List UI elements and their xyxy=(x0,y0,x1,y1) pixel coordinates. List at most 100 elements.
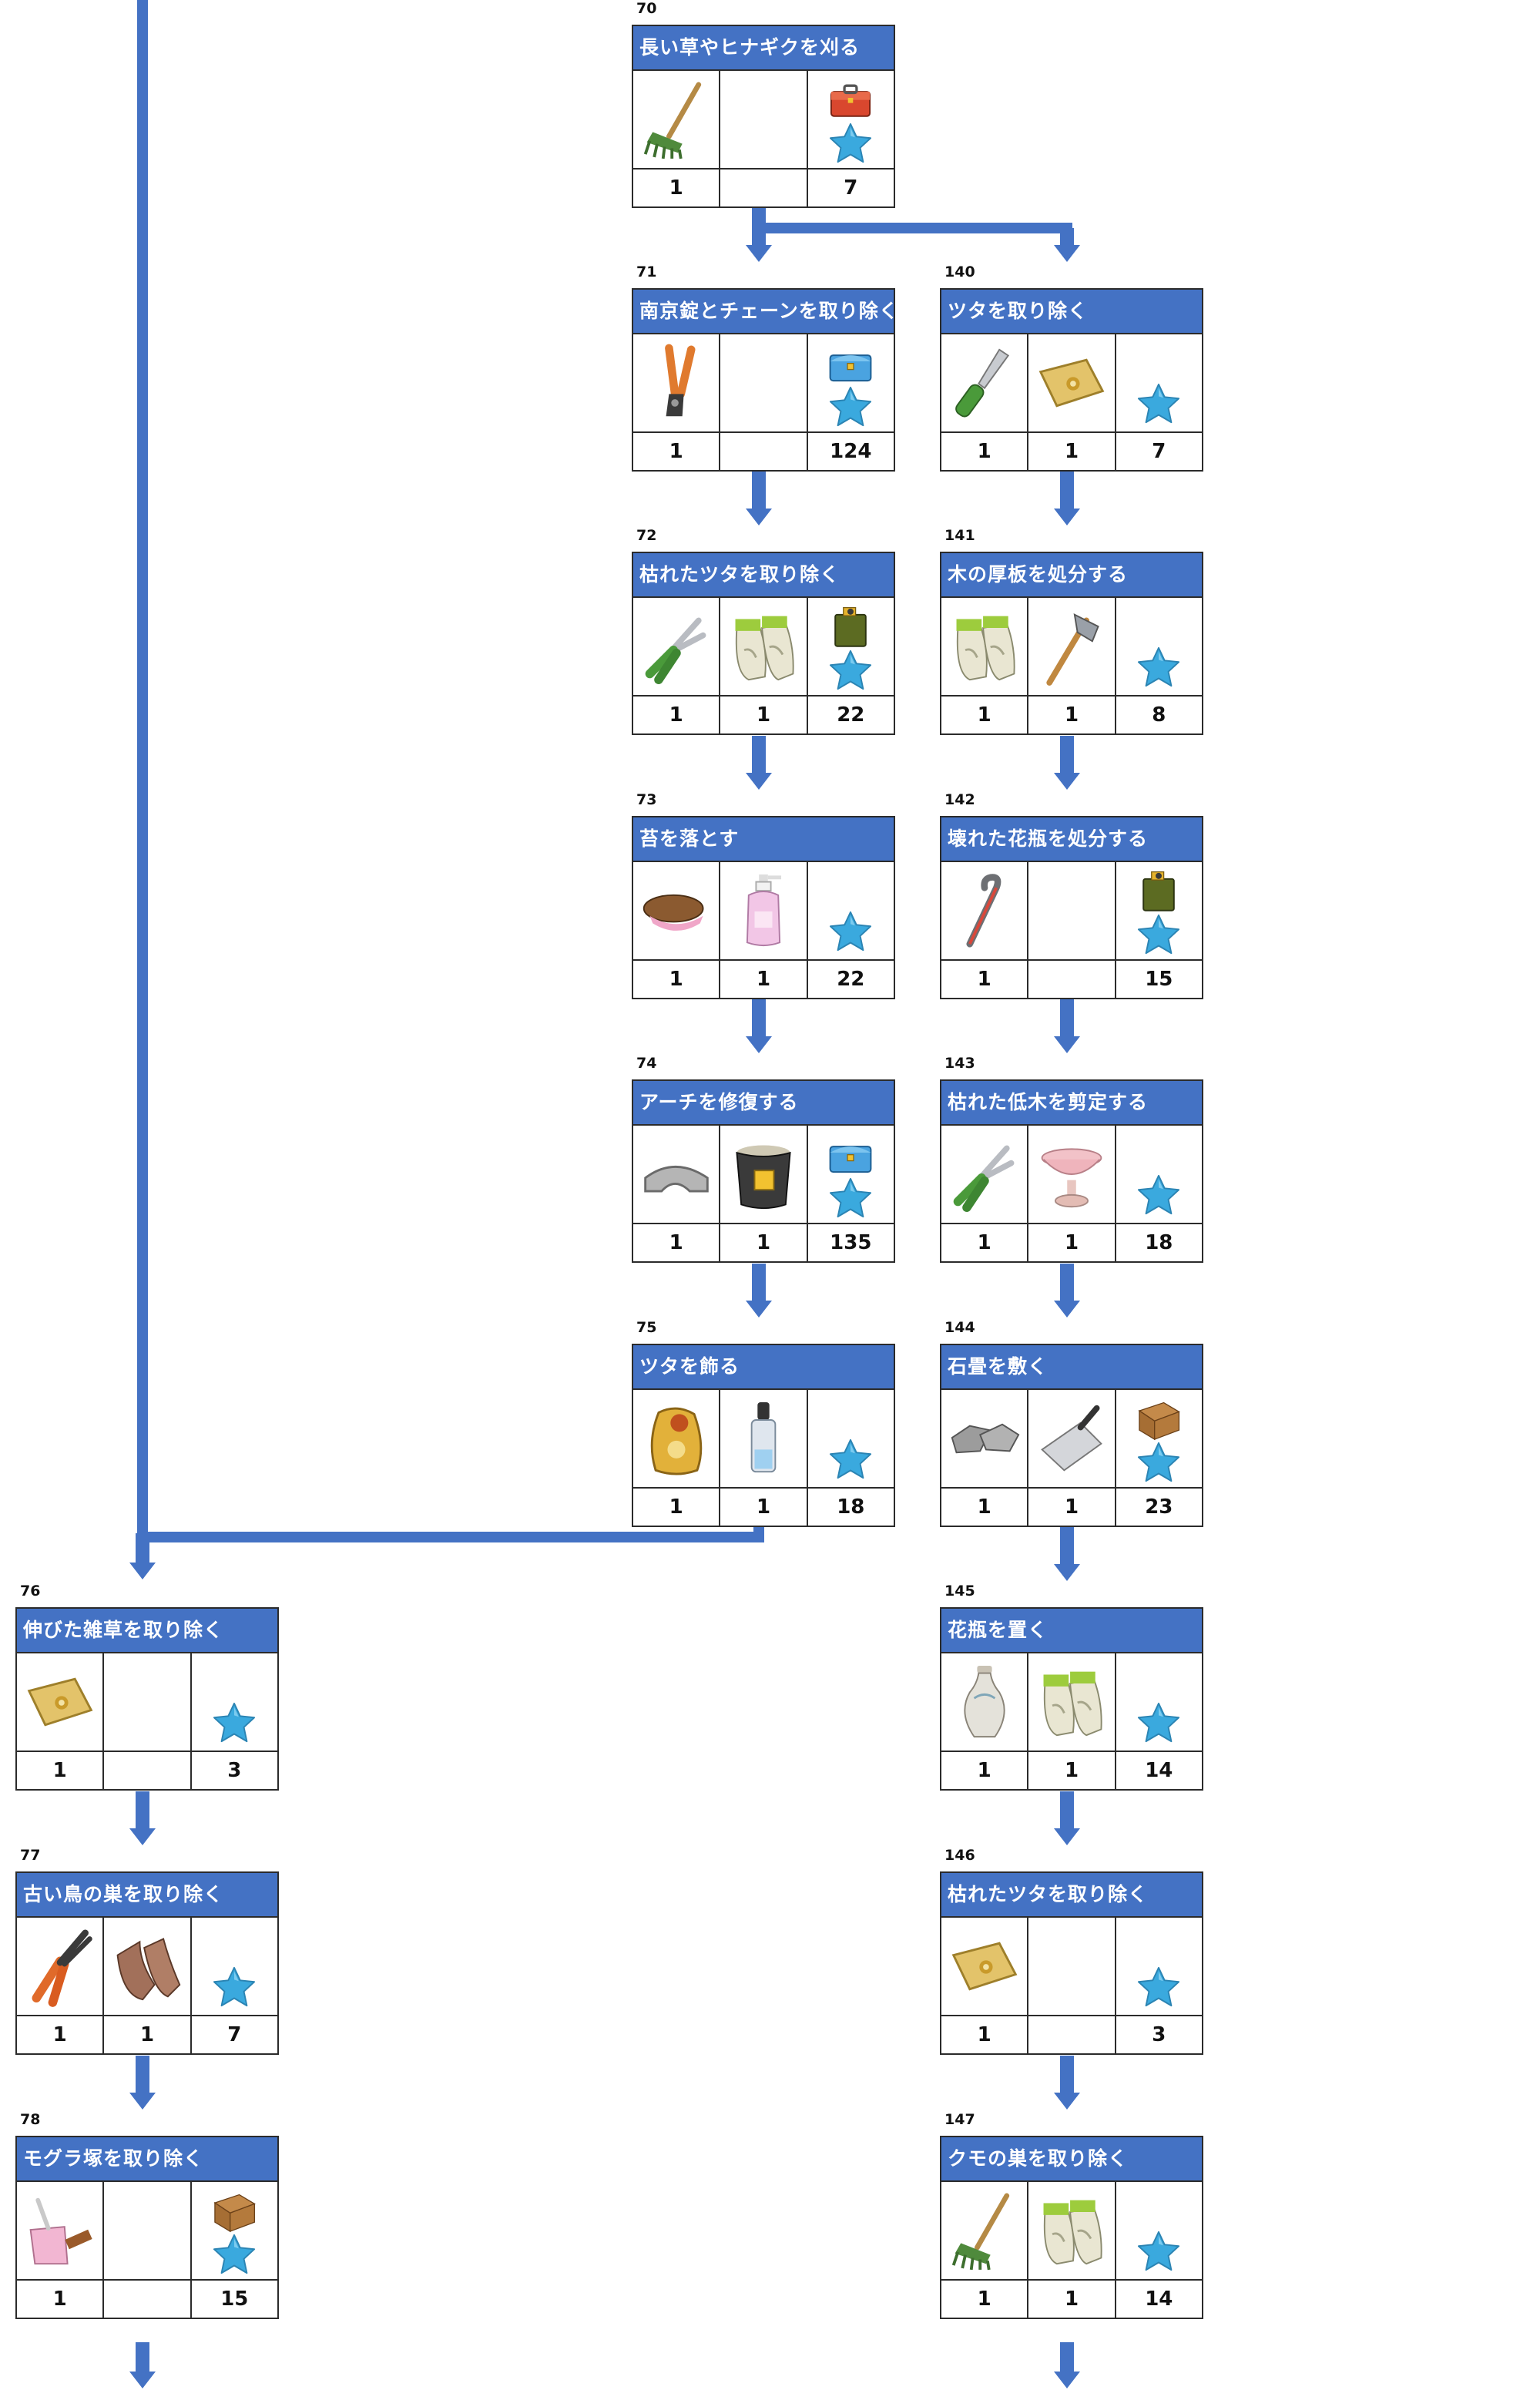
tool-count xyxy=(104,1752,192,1789)
tool-count xyxy=(1028,2016,1116,2053)
tool-count: 1 xyxy=(941,1752,1029,1789)
tool-count: 1 xyxy=(1028,433,1116,470)
vase-icon xyxy=(948,1660,1022,1744)
reward-count: 18 xyxy=(837,1495,865,1519)
tool-count: 1 xyxy=(17,1752,105,1789)
tool-cell xyxy=(1028,1653,1116,1751)
arrow-shaft xyxy=(1060,1527,1074,1566)
arrow-head xyxy=(746,245,772,262)
wooden-crate-icon xyxy=(209,2187,260,2234)
tool-count: 1 xyxy=(633,433,721,470)
tool-count: 1 xyxy=(720,697,808,733)
tool-cell xyxy=(1028,1126,1116,1223)
tool-cell xyxy=(720,334,808,431)
reward-cell xyxy=(1116,1918,1202,2015)
arrow-shaft xyxy=(136,2056,149,2094)
tool-cell xyxy=(941,1653,1029,1751)
tool-count: 1 xyxy=(1028,1224,1116,1261)
tool-cell xyxy=(1028,862,1116,959)
reward-cell xyxy=(808,334,894,431)
reward-cell xyxy=(1116,2182,1202,2279)
arrow-shaft xyxy=(1060,999,1074,1038)
gas-can-icon xyxy=(1133,867,1184,915)
reward-count: 135 xyxy=(830,1231,872,1254)
tool-count xyxy=(1028,961,1116,998)
star-icon xyxy=(828,385,873,428)
gloves-icon xyxy=(948,604,1022,689)
tool-cell xyxy=(720,71,808,168)
reward-count: 3 xyxy=(227,1759,242,1782)
task-number: 145 xyxy=(944,1583,975,1599)
star-icon xyxy=(1136,1441,1181,1484)
reward-count: 22 xyxy=(837,968,865,991)
arrow-shaft xyxy=(752,472,766,510)
task-title: 枯れた低木を剪定する xyxy=(941,1081,1202,1126)
reward-count: 7 xyxy=(1152,440,1166,463)
brush-icon xyxy=(639,868,713,953)
gas-can-icon xyxy=(825,603,876,650)
reward-count: 14 xyxy=(1145,1759,1173,1782)
tool-count: 1 xyxy=(720,1224,808,1261)
tool-count: 1 xyxy=(17,2281,105,2318)
star-icon xyxy=(1136,913,1181,956)
gloves-icon xyxy=(726,604,800,689)
seed-bag-icon xyxy=(23,1660,97,1744)
star-icon xyxy=(212,1965,257,2009)
fertilizer-bag-icon xyxy=(639,1396,713,1481)
tool-count: 1 xyxy=(941,2016,1029,2053)
arrow-head xyxy=(746,1036,772,1053)
tool-cell xyxy=(633,71,721,168)
stone-arch-icon xyxy=(639,1132,713,1217)
star-icon xyxy=(1136,2230,1181,2273)
tool-count: 1 xyxy=(941,697,1029,733)
tool-count: 1 xyxy=(633,1489,721,1526)
arrow-shaft xyxy=(1060,228,1074,247)
pruning-shears-icon xyxy=(639,604,713,689)
tool-count: 1 xyxy=(941,1224,1029,1261)
tool-count: 1 xyxy=(720,961,808,998)
task-number: 141 xyxy=(944,527,975,544)
task-title: 木の厚板を処分する xyxy=(941,553,1202,598)
tool-cell xyxy=(720,862,808,959)
star-icon xyxy=(828,649,873,692)
tool-count: 1 xyxy=(104,2016,192,2053)
seed-bag-icon xyxy=(948,1924,1022,2009)
arrow-shaft xyxy=(1060,2056,1074,2094)
tool-cell xyxy=(633,862,721,959)
reward-cell xyxy=(808,1390,894,1487)
tool-cell xyxy=(1028,2182,1116,2279)
task-number: 75 xyxy=(636,1319,657,1336)
reward-count: 7 xyxy=(227,2023,242,2046)
task-number: 78 xyxy=(20,2111,41,2128)
axe-icon xyxy=(1035,604,1109,689)
reward-cell xyxy=(1116,1126,1202,1223)
arrow-shaft xyxy=(1060,1264,1074,1302)
toolbox-blue-icon xyxy=(825,1130,876,1178)
reward-count: 14 xyxy=(1145,2288,1173,2311)
reward-count: 23 xyxy=(1145,1495,1173,1519)
arrow-head xyxy=(1054,1564,1080,1581)
reward-count: 3 xyxy=(1152,2023,1166,2046)
reward-cell xyxy=(1116,1653,1202,1751)
tool-cell xyxy=(1028,598,1116,695)
arrow-head xyxy=(1054,2372,1080,2388)
arrow-head xyxy=(129,1563,156,1579)
arrow-shaft xyxy=(752,999,766,1038)
tool-cell xyxy=(633,1126,721,1223)
task-number: 146 xyxy=(944,1847,975,1864)
tool-cell xyxy=(17,1653,105,1751)
